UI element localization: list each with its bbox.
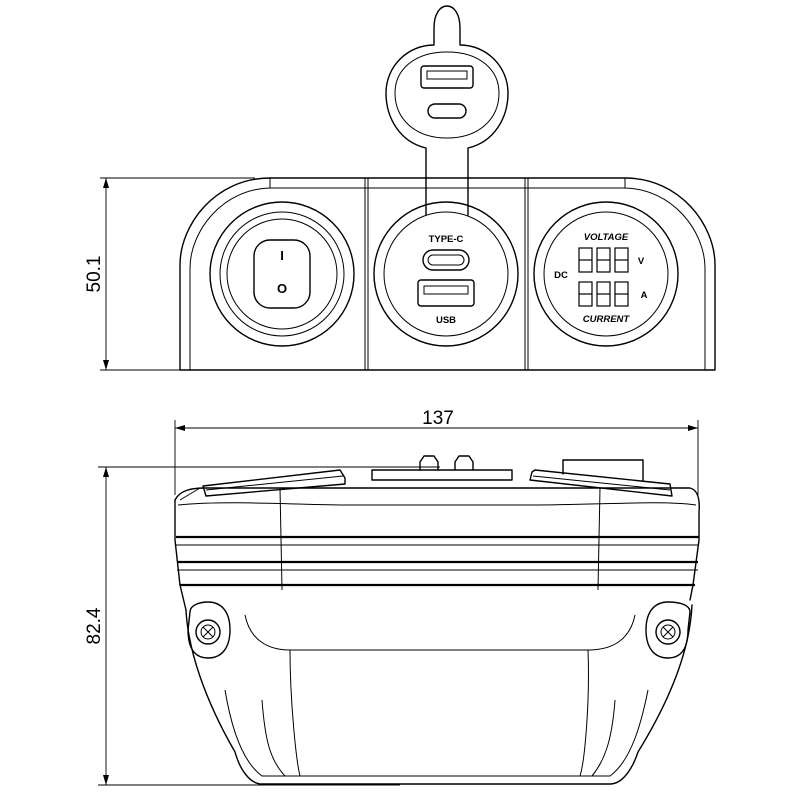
volt-amp-meter: VOLTAGE CURRENT DC V A — [533, 201, 679, 347]
screw-icon — [655, 619, 681, 645]
usb-label: USB — [436, 315, 456, 326]
mounting-ear-right — [645, 601, 691, 659]
current-label: CURRENT — [583, 314, 631, 325]
dimension-width: 137 — [174, 408, 699, 495]
panel-housing-inner — [189, 187, 706, 370]
usb-top-profile — [371, 469, 513, 481]
panel-housing — [179, 177, 716, 371]
mounting-ear-left — [187, 601, 231, 659]
dimension-height-side: 82.4 — [84, 466, 440, 786]
usb-dust-cap — [385, 5, 509, 216]
screw-icon — [195, 619, 221, 645]
side-housing-lower — [185, 604, 693, 785]
ribs — [176, 535, 699, 587]
usb-a-port — [417, 279, 475, 307]
cap-usb-a-outline — [420, 65, 474, 89]
type-c-label: TYPE-C — [429, 234, 464, 245]
current-display — [578, 281, 629, 307]
cap-top-profile — [562, 459, 644, 481]
switch-top-profile — [202, 469, 346, 497]
dimension-label-137: 137 — [422, 408, 454, 429]
side-housing — [174, 487, 700, 601]
voltage-display — [578, 247, 629, 273]
switch-off-label: O — [277, 281, 287, 296]
cap-usb-c-outline — [427, 103, 467, 119]
dc-label: DC — [554, 270, 568, 281]
amp-unit-label: A — [641, 290, 648, 301]
meter-top-profile — [529, 469, 673, 497]
rocker-switch: I O — [209, 201, 355, 347]
usb-charger-socket: TYPE-C USB — [373, 201, 519, 347]
side-view: 137 82.4 — [84, 408, 700, 786]
usb-c-port — [422, 249, 470, 271]
dimension-height-front: 50.1 — [84, 177, 255, 371]
front-view: 50.1 I O TYPE-C USB — [84, 5, 716, 371]
voltage-label: VOLTAGE — [584, 232, 629, 243]
volt-unit-label: V — [638, 256, 645, 267]
switch-on-label: I — [280, 248, 284, 263]
dimension-label-82-4: 82.4 — [84, 607, 105, 644]
dimension-label-50-1: 50.1 — [84, 256, 105, 293]
